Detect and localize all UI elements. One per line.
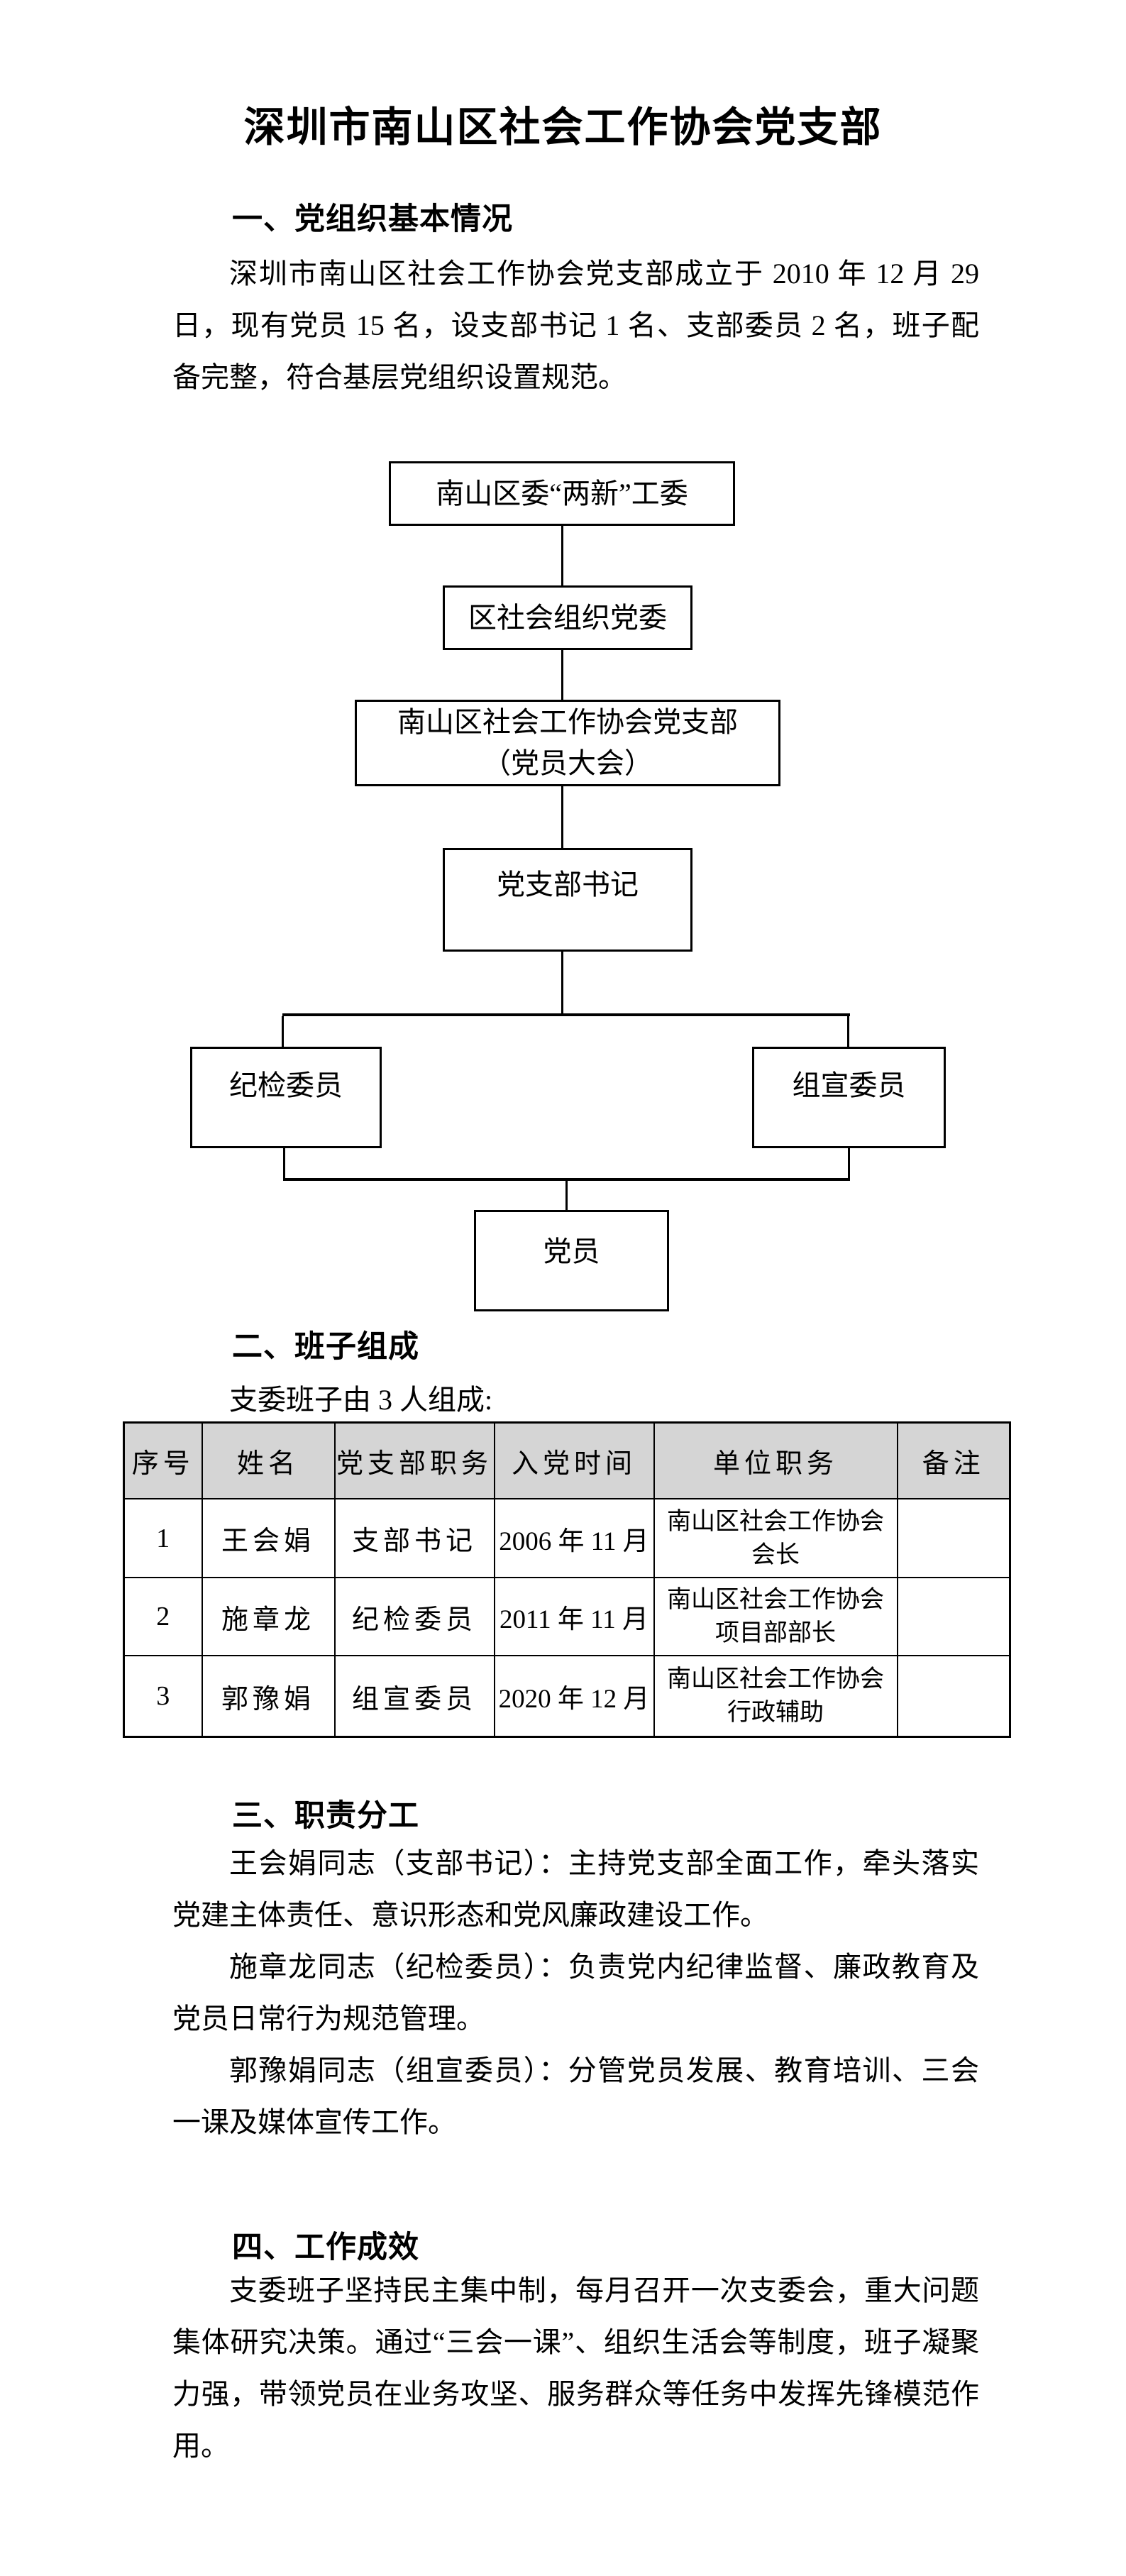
- table-header-row: 序号 姓名 党支部职务 入党时间 单位职务 备注: [123, 1421, 1011, 1499]
- cell-note: [896, 1577, 1011, 1656]
- cell-no: 2: [123, 1577, 203, 1656]
- org-node-label: 党员: [543, 1235, 600, 1267]
- table-row: 1 王会娟 支部书记 2006 年 11 月 南山区社会工作协会 会长: [123, 1498, 1011, 1578]
- section3-paragraph: 郭豫娟同志（组宣委员）：分管党员发展、教育培训、三会一课及媒体宣传工作。: [172, 2054, 979, 2138]
- org-node-label: 组宣委员: [792, 1069, 906, 1101]
- cell-unit-role: 南山区社会工作协会 会长: [653, 1498, 898, 1578]
- roster-table-wrap: 序号 姓名 党支部职务 入党时间 单位职务 备注 1 王会娟 支部书记 2006…: [123, 1421, 1011, 1738]
- cell-join-date: 2006 年 11 月: [493, 1498, 655, 1578]
- org-node-label-line2: （党员大会）: [482, 747, 653, 779]
- col-header-join-date: 入党时间: [493, 1421, 655, 1499]
- cell-note: [896, 1655, 1011, 1738]
- org-node-organization-publicity-member: 组宣委员: [752, 1047, 946, 1148]
- table-row: 2 施章龙 纪检委员 2011 年 11 月 南山区社会工作协会 项目部部长: [123, 1577, 1011, 1656]
- connector-line: [561, 650, 563, 700]
- section3-paragraph: 施章龙同志（纪检委员）：负责党内纪律监督、廉政教育及党员日常行为规范管理。: [172, 1951, 979, 2035]
- connector-line: [283, 1178, 850, 1181]
- cell-name: 郭豫娟: [201, 1655, 336, 1738]
- org-node-party-members: 党员: [474, 1210, 669, 1311]
- cell-note: [896, 1498, 1011, 1578]
- cell-position: 支部书记: [333, 1498, 495, 1578]
- section4-heading: 四、工作成效: [232, 2230, 419, 2264]
- org-node-label: 纪检委员: [229, 1069, 343, 1101]
- org-node-discipline-member: 纪检委员: [190, 1047, 382, 1148]
- col-header-note: 备注: [896, 1421, 1011, 1499]
- connector-line: [282, 1016, 284, 1047]
- cell-join-date: 2020 年 12 月: [493, 1655, 655, 1738]
- section1-paragraph: 深圳市南山区社会工作协会党支部成立于 2010 年 12 月 29 日，现有党员…: [172, 258, 979, 393]
- connector-line: [565, 1181, 568, 1210]
- section2-heading: 二、班子组成: [232, 1330, 419, 1364]
- section1-heading: 一、党组织基本情况: [232, 202, 513, 236]
- connector-line: [561, 952, 563, 1014]
- section3-paragraph: 王会娟同志（支部书记）：主持党支部全面工作，牵头落实党建主体责任、意识形态和党风…: [172, 1847, 979, 1931]
- cell-position: 组宣委员: [333, 1655, 495, 1738]
- org-node-liangxin-workcommittee: 南山区委“两新”工委: [389, 461, 735, 526]
- page-title: 深圳市南山区社会工作协会党支部: [243, 104, 883, 150]
- connector-line: [283, 1148, 285, 1178]
- col-header-unit-role: 单位职务: [653, 1421, 898, 1499]
- section1-body: 深圳市南山区社会工作协会党支部成立于 2010 年 12 月 29 日，现有党员…: [172, 248, 979, 403]
- col-header-position: 党支部职务: [333, 1421, 495, 1499]
- org-node-label: 南山区社会工作协会党支部 （党员大会）: [397, 702, 738, 784]
- org-node-branch-secretary: 党支部书记: [443, 848, 692, 952]
- section3-heading: 三、职责分工: [232, 1799, 419, 1833]
- org-node-district-social-org-partycommittee: 区社会组织党委: [443, 585, 692, 650]
- cell-no: 3: [123, 1655, 203, 1738]
- org-node-label-line1: 南山区社会工作协会党支部: [397, 706, 738, 738]
- cell-unit-role: 南山区社会工作协会 项目部部长: [653, 1577, 898, 1656]
- org-node-label: 党支部书记: [497, 869, 639, 901]
- cell-no: 1: [123, 1498, 203, 1578]
- org-node-label: 南山区委“两新”工委: [436, 477, 688, 510]
- cell-name: 施章龙: [201, 1577, 336, 1656]
- cell-unit-role: 南山区社会工作协会 行政辅助: [653, 1655, 898, 1738]
- connector-line: [847, 1016, 849, 1047]
- col-header-no: 序号: [123, 1421, 203, 1499]
- connector-line: [848, 1148, 850, 1178]
- section2-intro: 支委班子由 3 人组成:: [229, 1384, 493, 1416]
- cell-name: 王会娟: [201, 1498, 336, 1578]
- roster-table: 序号 姓名 党支部职务 入党时间 单位职务 备注 1 王会娟 支部书记 2006…: [123, 1421, 1011, 1738]
- section4-paragraph: 支委班子坚持民主集中制，每月召开一次支委会，重大问题集体研究决策。通过“三会一课…: [172, 2274, 979, 2462]
- connector-line: [561, 526, 563, 585]
- org-node-party-branch-congress: 南山区社会工作协会党支部 （党员大会）: [355, 700, 780, 786]
- col-header-name: 姓名: [201, 1421, 336, 1499]
- cell-join-date: 2011 年 11 月: [493, 1577, 655, 1656]
- section3-body: 王会娟同志（支部书记）：主持党支部全面工作，牵头落实党建主体责任、意识形态和党风…: [172, 1837, 979, 2148]
- section2-intro-block: 支委班子由 3 人组成:: [172, 1374, 979, 1426]
- table-row: 3 郭豫娟 组宣委员 2020 年 12 月 南山区社会工作协会 行政辅助: [123, 1655, 1011, 1738]
- connector-line: [561, 786, 563, 848]
- cell-position: 纪检委员: [333, 1577, 495, 1656]
- connector-line: [282, 1013, 850, 1016]
- section4-body: 支委班子坚持民主集中制，每月召开一次支委会，重大问题集体研究决策。通过“三会一课…: [172, 2264, 979, 2472]
- org-node-label: 区社会组织党委: [468, 601, 667, 634]
